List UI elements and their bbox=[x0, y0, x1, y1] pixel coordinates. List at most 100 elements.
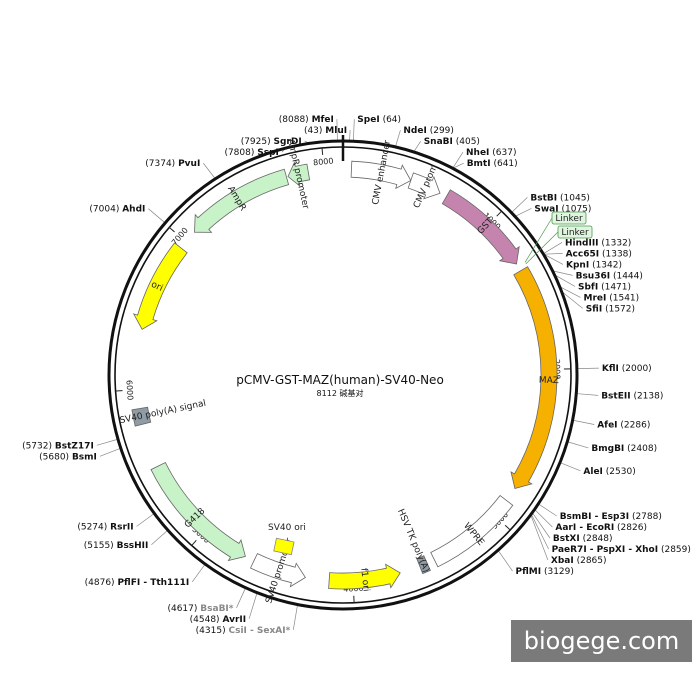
site-position: (3129) bbox=[544, 567, 574, 577]
site-position: (2138) bbox=[633, 391, 663, 401]
site-position: (4876) bbox=[85, 577, 115, 587]
feature-sv40-poly-a-signal bbox=[131, 406, 152, 427]
site-leader bbox=[553, 270, 573, 276]
site-position: (1045) bbox=[560, 193, 590, 203]
site-leader bbox=[452, 152, 464, 168]
feature-label-f1-ori: f1 ori bbox=[358, 568, 370, 592]
restriction-site-label: BstEII (2138) bbox=[601, 391, 663, 401]
site-enzyme-name: MreI bbox=[584, 293, 607, 303]
site-enzyme-name: MluI bbox=[325, 126, 347, 136]
site-enzyme-name: SpeI bbox=[357, 115, 379, 125]
site-position: (1471) bbox=[601, 282, 631, 292]
feature-maz bbox=[510, 266, 558, 489]
site-enzyme-name: NheI bbox=[466, 148, 489, 158]
site-leader bbox=[515, 208, 532, 217]
restriction-site-label: PaeR7I - PspXI - XhoI (2859) bbox=[552, 545, 691, 555]
site-position: (1342) bbox=[592, 260, 622, 270]
scale-tick bbox=[168, 227, 175, 233]
site-position: (1075) bbox=[561, 204, 591, 214]
restriction-site-label: Acc65I (1338) bbox=[566, 249, 632, 259]
restriction-site-label: BmtI (641) bbox=[467, 159, 518, 169]
site-enzyme-name: SspI bbox=[257, 148, 279, 158]
site-enzyme-name: Bsu36I bbox=[576, 271, 611, 281]
site-leader bbox=[544, 253, 563, 255]
site-leader bbox=[353, 119, 355, 141]
restriction-site-label: BstXI (2848) bbox=[553, 534, 613, 544]
site-leader bbox=[560, 286, 581, 298]
site-enzyme-name: BstXI bbox=[553, 534, 580, 544]
site-position: (5732) bbox=[22, 441, 52, 451]
site-position: (7374) bbox=[145, 159, 175, 169]
site-position: (64) bbox=[383, 115, 401, 125]
site-leader bbox=[414, 141, 421, 152]
plasmid-size: 8112 碱基对 bbox=[317, 388, 364, 398]
site-leader bbox=[498, 550, 513, 572]
site-position: (4617) bbox=[167, 603, 197, 613]
restriction-site-label: KflI (2000) bbox=[602, 364, 652, 374]
scale-tick bbox=[504, 524, 511, 531]
restriction-site-label: (4315) CsiI - SexAI* bbox=[196, 625, 291, 635]
linker-label: Linker bbox=[555, 214, 583, 224]
sv40-ori-label: SV40 ori bbox=[268, 523, 306, 533]
site-position: (641) bbox=[493, 159, 517, 169]
restriction-site-label: BsmBI - Esp3I (2788) bbox=[560, 512, 662, 522]
site-position: (5680) bbox=[39, 452, 69, 462]
site-enzyme-name: PaeR7I - PspXI - XhoI bbox=[552, 545, 658, 555]
restriction-site-label: Bsu36I (1444) bbox=[576, 271, 643, 281]
feature-hsv-tk-poly-a bbox=[416, 555, 431, 575]
site-enzyme-name: PvuI bbox=[178, 159, 200, 169]
restriction-site-label: PflMI (3129) bbox=[516, 567, 574, 577]
site-position: (1541) bbox=[609, 293, 639, 303]
linker-tag: Linker bbox=[525, 225, 593, 265]
feature-label-hsv-tk-poly-a: HSV TK poly(A) bbox=[395, 508, 431, 574]
site-enzyme-name: BstEII bbox=[601, 391, 630, 401]
site-leader bbox=[203, 162, 216, 179]
site-leader bbox=[248, 593, 258, 619]
watermark: biogege.com bbox=[511, 620, 692, 662]
site-leader bbox=[349, 130, 351, 141]
site-leader bbox=[577, 393, 599, 396]
site-position: (1332) bbox=[601, 238, 631, 248]
site-enzyme-name: PflMI bbox=[516, 567, 542, 577]
site-enzyme-name: PflFI - Tth111I bbox=[117, 577, 189, 587]
restriction-site-label: (5732) BstZ17I bbox=[22, 441, 94, 451]
restriction-site-label: (7374) PvuI bbox=[145, 159, 200, 169]
restriction-site-label: NheI (637) bbox=[466, 148, 516, 158]
site-position: (2530) bbox=[606, 466, 636, 476]
feature-ampr bbox=[194, 168, 290, 233]
site-enzyme-name: Acc65I bbox=[566, 249, 600, 259]
scale-tick-label: 8000 bbox=[313, 156, 334, 167]
site-position: (4315) bbox=[196, 625, 226, 635]
site-leader bbox=[511, 197, 528, 213]
site-position: (8088) bbox=[279, 115, 309, 125]
site-position: (2848) bbox=[583, 534, 613, 544]
site-position: (1572) bbox=[605, 304, 635, 314]
restriction-site-label: (5155) BssHII bbox=[84, 540, 149, 550]
site-leader bbox=[151, 530, 168, 546]
feature-gst bbox=[441, 189, 520, 265]
scale-tick bbox=[496, 210, 502, 217]
restriction-site-label: HindIII (1332) bbox=[565, 238, 631, 248]
site-position: (1338) bbox=[602, 249, 632, 259]
site-enzyme-name: RsrII bbox=[110, 522, 133, 532]
site-leader bbox=[535, 509, 553, 528]
site-leader bbox=[531, 514, 549, 550]
restriction-site-label: NdeI (299) bbox=[403, 126, 454, 136]
plasmid-name: pCMV-GST-MAZ(human)-SV40-Neo bbox=[236, 373, 444, 387]
restriction-site-label: SnaBI (405) bbox=[424, 137, 480, 147]
site-leader bbox=[292, 605, 298, 630]
backbone-ring bbox=[107, 135, 579, 611]
site-leader bbox=[539, 504, 557, 517]
feature-g418 bbox=[150, 461, 246, 562]
site-position: (2826) bbox=[617, 523, 647, 533]
site-enzyme-name: XbaI bbox=[551, 556, 574, 566]
site-enzyme-name: AleI bbox=[583, 466, 603, 476]
site-position: (2000) bbox=[622, 364, 652, 374]
site-leader bbox=[191, 564, 205, 583]
site-leader bbox=[532, 513, 551, 539]
site-enzyme-name: BmgBI bbox=[591, 443, 624, 453]
feature-label-maz: MAZ bbox=[539, 376, 559, 387]
site-enzyme-name: SwaI bbox=[534, 204, 558, 214]
